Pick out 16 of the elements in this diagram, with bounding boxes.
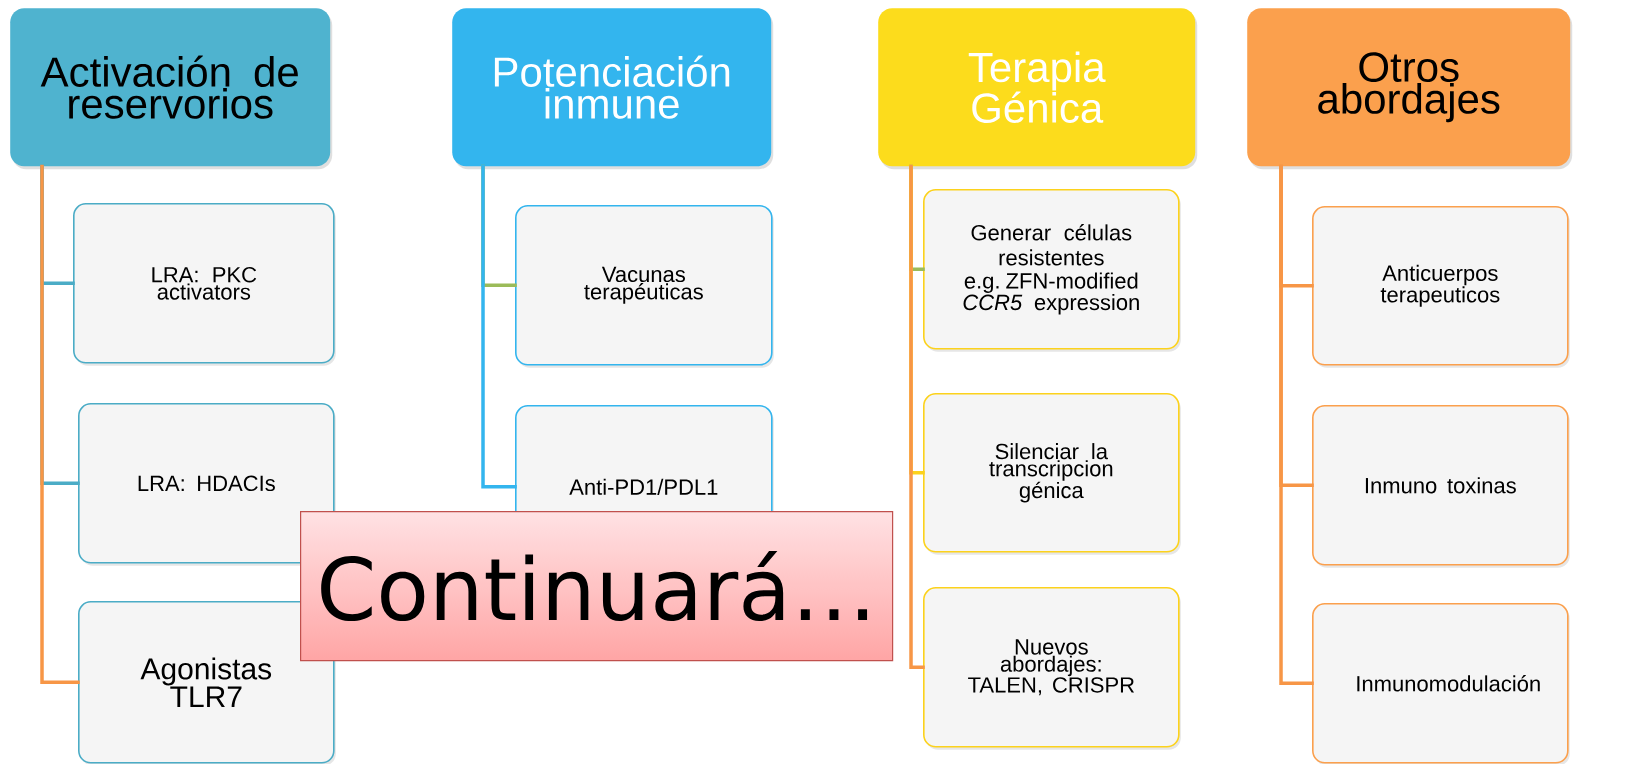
item-box: Silenciar la transcripcion génica	[923, 393, 1181, 555]
header-box: Potenciación inmune	[452, 8, 774, 170]
connector-line	[481, 164, 517, 489]
item-box: Inmuno toxinas	[1312, 405, 1570, 568]
item-box: Inmunomodulación	[1312, 603, 1570, 764]
item-box: Nuevos abordajes: TALEN, CRISPR	[923, 587, 1181, 750]
header-box: Terapia Génica	[878, 8, 1198, 170]
header-box: Activación de reservorios	[10, 8, 333, 170]
continuation-toast: Continuará…	[300, 511, 894, 662]
item-box: Vacunas terapéuticas	[515, 205, 774, 368]
item-box: Generar células resistentes e.g. ZFN-modified CCR5 expression	[923, 189, 1181, 352]
header-box: Otros abordajes	[1247, 8, 1573, 170]
connector-line	[1279, 164, 1314, 686]
item-box: Anticuerpos terapeuticos	[1312, 206, 1570, 368]
connector-line	[40, 164, 80, 685]
item-box: LRA: PKC activators	[73, 203, 336, 366]
